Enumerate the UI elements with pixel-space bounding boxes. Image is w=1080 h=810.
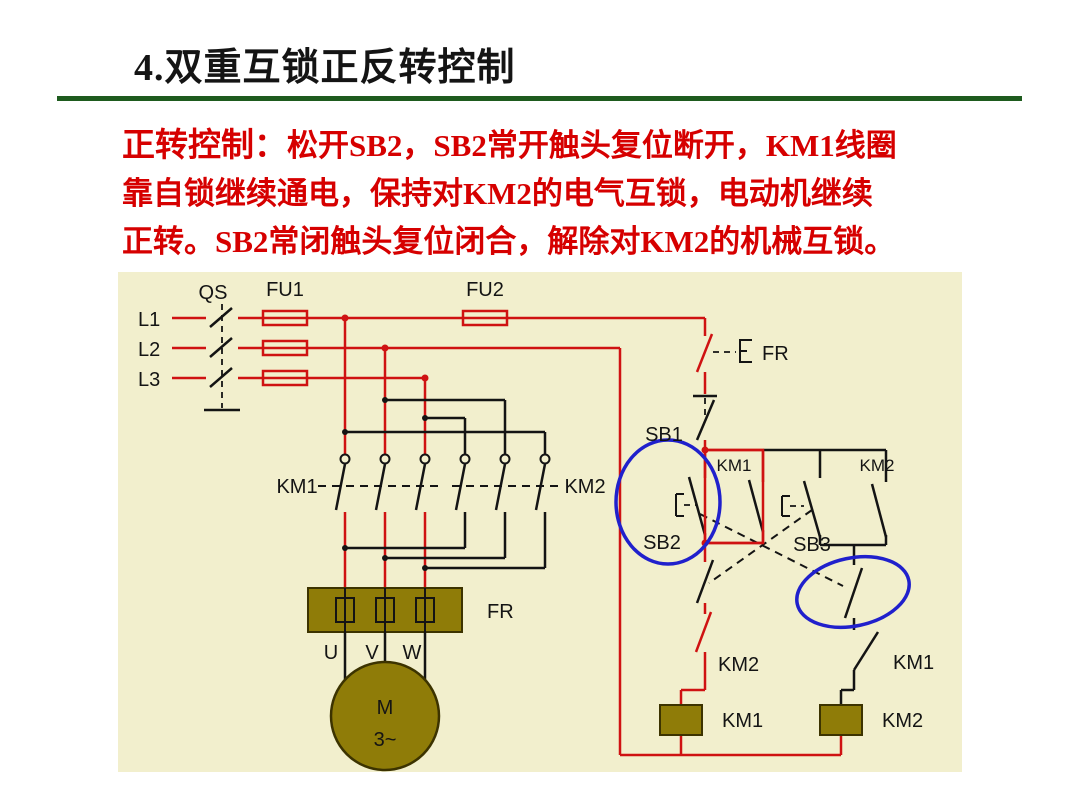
label-fu2: FU2 [466,279,504,301]
paragraph-lead: 正转控制： [122,128,287,164]
label-l1: L1 [138,309,160,331]
sb2-nc-blade-icon [843,567,864,619]
label-fr-block: FR [487,601,514,623]
diagram-background [118,272,962,772]
sb2-mechanical-link [699,513,844,587]
control-circuit [614,318,911,757]
sb2-blade-icon [687,476,707,536]
paragraph-line-3: 正转。SB2常闭触头复位闭合，解除对KM2的机械互锁。 [122,224,896,259]
label-km2-interlock: KM2 [718,654,759,676]
fuse-icon [261,309,309,327]
km1-coil-icon [659,704,703,736]
sb1-blade-icon [695,399,716,441]
km2-coil-icon [819,704,863,736]
fr-thermal-relay [307,587,463,633]
label-qs: QS [199,282,228,304]
junction-dot [381,344,389,352]
sb2-nc-highlight-ellipse [795,554,911,630]
terminal-icon [379,453,391,465]
label-w: W [403,642,422,664]
sb3-cap-icon [781,495,790,517]
fr-heater-icon [335,597,355,623]
fr-contact [695,333,752,373]
sb3-mechanical-link [708,509,813,584]
sb3-nc-blade-icon [695,559,715,604]
junction-dot [341,314,349,322]
km1-interlock-blade-icon [852,631,880,671]
power-circuit: M 3~ [172,304,705,772]
km2-output-wires [345,512,547,570]
label-km2-main: KM2 [564,476,605,498]
sb2-cap-icon [675,493,684,517]
qs-blades-icon [204,307,240,412]
label-km1-aux: KM1 [717,456,752,475]
label-km1-interlock: KM1 [893,652,934,674]
fr-heater-icon [375,597,395,623]
motor: M 3~ [329,660,441,772]
terminal-icon [339,453,351,465]
label-km1-coil: KM1 [722,710,763,732]
label-fr-contact: FR [762,343,789,365]
km2-cross-wires [345,398,547,454]
label-l2: L2 [138,339,160,361]
junction-dot [382,397,388,403]
paragraph-line-1: 正转控制：松开SB2，SB2常开触头复位断开，KM1线圈 [122,122,972,170]
diagram-labels: L1 L2 L3 QS FU1 FU2 KM1 KM2 FR U V W FR … [138,279,934,732]
label-sb2: SB2 [643,532,681,554]
terminal-icon [539,453,551,465]
km1-aux-highlight-box [703,448,765,545]
sb2-highlight-ellipse [614,438,722,566]
fr-heater-icon [415,597,435,623]
fuse-icon [261,369,309,387]
junction-dot [342,545,348,551]
junction-dot [422,415,428,421]
junction-dot [382,555,388,561]
main-contact-terminals [339,453,551,465]
phase-lines [172,316,705,380]
sb2-button [675,476,707,536]
fu1-fuses [261,309,309,387]
motor-phase-label: 3~ [374,729,397,751]
sb3-button [781,480,822,538]
sb3-blade-icon [802,480,822,538]
label-km2-coil: KM2 [882,710,923,732]
reverse-branch-wiring [763,448,888,705]
fr-release-icon [739,339,752,363]
motor-body [329,660,441,772]
label-km2-aux: KM2 [860,456,895,475]
junction-dot [421,374,429,382]
motor-letter: M [377,697,394,719]
label-u: U [324,642,338,664]
title-underline [57,96,1022,101]
fuse-icon [261,339,309,357]
fr-contact-blade-icon [695,333,714,373]
fu2-fuse-icon [461,309,509,327]
km2-aux-blade-icon [870,483,888,538]
label-sb3: SB3 [793,534,831,556]
terminal-icon [499,453,511,465]
label-v: V [365,642,379,664]
qs-switch [204,304,240,412]
junction-dot [342,429,348,435]
terminal-icon [419,453,431,465]
fr-heater-wires [344,588,426,632]
junction-dot [422,565,428,571]
label-sb1: SB1 [645,424,683,446]
km1-aux-blade-icon [747,479,765,533]
paragraph-line-2: 靠自锁继续通电，保持对KM2的电气互锁，电动机继续 [122,176,873,211]
km2-interlock-blade-icon [694,611,713,653]
motor-leads [343,632,427,680]
page-title: 4.双重互锁正反转控制 [134,47,516,89]
sb1-button [693,394,717,441]
label-l3: L3 [138,369,160,391]
label-km1-main: KM1 [276,476,317,498]
description-paragraph: 正转控制：松开SB2，SB2常开触头复位断开，KM1线圈 靠自锁继续通电，保持对… [122,122,972,266]
label-fu1: FU1 [266,279,304,301]
terminal-icon [459,453,471,465]
paragraph-line-1-text: 松开SB2，SB2常开触头复位断开，KM1线圈 [287,128,897,163]
